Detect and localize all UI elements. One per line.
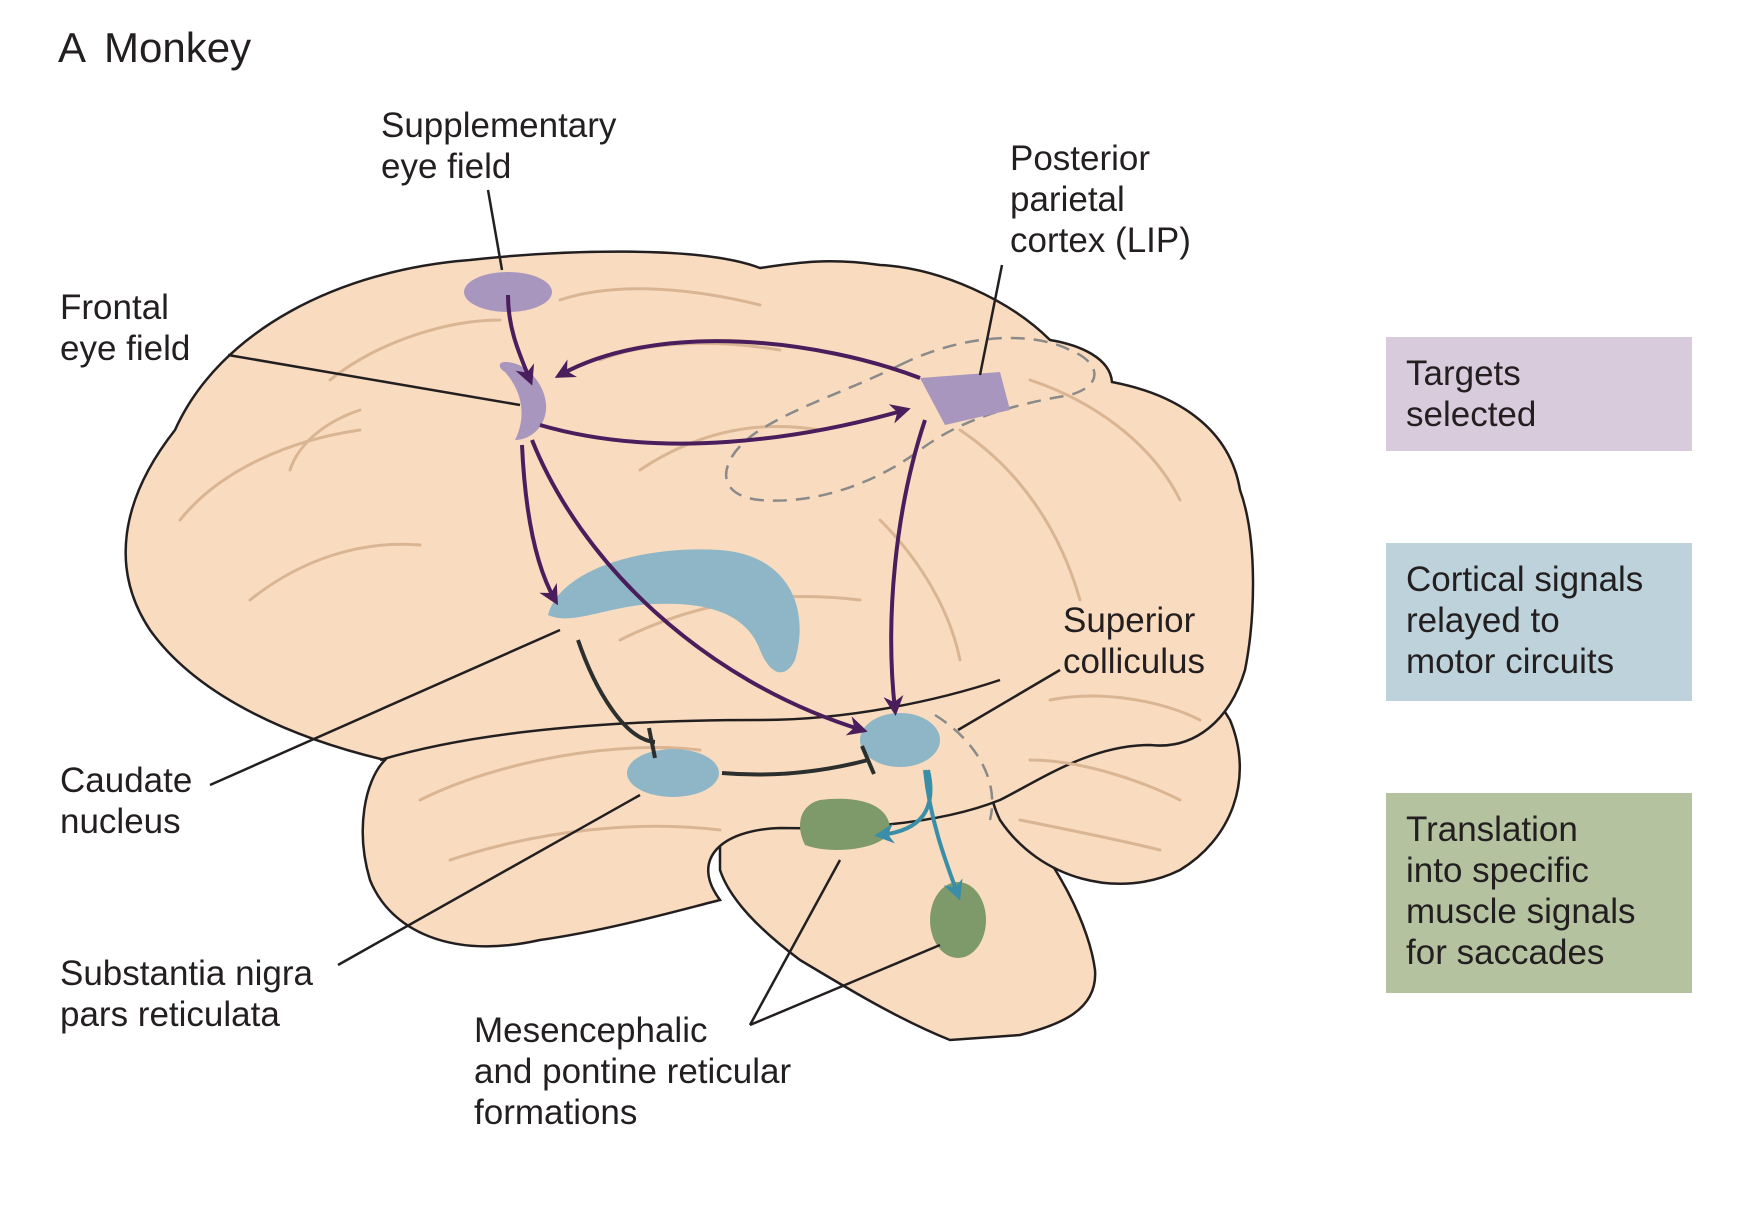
- reticular-leader-b: [749, 943, 941, 1027]
- sc-leader: [957, 668, 1061, 732]
- brainstem-pathways: [874, 769, 963, 901]
- legend-targets-selected-text: Targets selected: [1406, 354, 1537, 434]
- supplementary-eye-field-region: [464, 272, 552, 312]
- panel-title: A Monkey: [58, 24, 251, 72]
- fef-to-lip-arrow: [539, 404, 911, 446]
- sef-leader: [486, 189, 504, 271]
- legend-cortical-signals: Cortical signals relayed to motor circui…: [1386, 543, 1692, 701]
- substantia-nigra-label: Substantia nigra pars reticulata: [60, 954, 313, 1034]
- caudate-nucleus-label: Caudate nucleus: [60, 761, 193, 841]
- caudate-nucleus-region: [548, 549, 800, 673]
- lip-to-fef-arrow: [554, 339, 921, 380]
- inhibitory-pathways: [576, 639, 876, 777]
- legend-muscle-signals: Translation into specific muscle signals…: [1386, 793, 1692, 993]
- panel-name: Monkey: [104, 24, 252, 71]
- supplementary-eye-field-label: Supplementary eye field: [381, 106, 617, 186]
- mesencephalic-reticular-region: [800, 798, 890, 850]
- sc-to-pontine-arrow: [923, 769, 963, 901]
- caudate-to-snr-inhibition: [576, 639, 656, 744]
- excitatory-pathways: [506, 294, 927, 736]
- sef-to-fef-arrow: [506, 294, 535, 386]
- superior-colliculus-region: [860, 713, 940, 767]
- reticular-leader-a: [748, 859, 842, 1026]
- leader-lines: [209, 189, 1061, 1027]
- snr-to-sc-inhibition: [721, 758, 869, 777]
- legend-targets-selected: Targets selected: [1386, 337, 1692, 451]
- frontal-eye-field-label: Frontal eye field: [60, 288, 191, 368]
- lateral-sulcus: [379, 678, 1001, 762]
- sc-to-mesencephalic-arrow: [874, 769, 933, 844]
- legend-muscle-signals-text: Translation into specific muscle signals…: [1406, 810, 1636, 972]
- lip-dashed-outline: [725, 336, 1096, 502]
- fef-to-sc-arrow: [530, 439, 868, 736]
- pontine-reticular-region: [930, 882, 986, 958]
- superior-colliculus-label: Superior colliculus: [1063, 601, 1205, 681]
- frontal-eye-field-region: [499, 362, 547, 440]
- panel-letter: A: [58, 24, 87, 71]
- fef-leader: [227, 353, 521, 407]
- caudate-leader: [209, 628, 561, 787]
- posterior-parietal-cortex-label: Posterior parietal cortex (LIP): [1010, 139, 1191, 260]
- reticular-formations-label: Mesencephalic and pontine reticular form…: [474, 1011, 792, 1132]
- lip-leader: [978, 264, 1004, 376]
- substantia-nigra-region: [627, 749, 719, 797]
- lip-to-sc-arrow: [883, 419, 927, 716]
- snr-leader: [337, 793, 641, 967]
- sulci: [178, 287, 1202, 862]
- lip-region: [920, 372, 1010, 425]
- fef-to-caudate-arrow: [520, 444, 558, 606]
- legend-cortical-signals-text: Cortical signals relayed to motor circui…: [1406, 560, 1644, 681]
